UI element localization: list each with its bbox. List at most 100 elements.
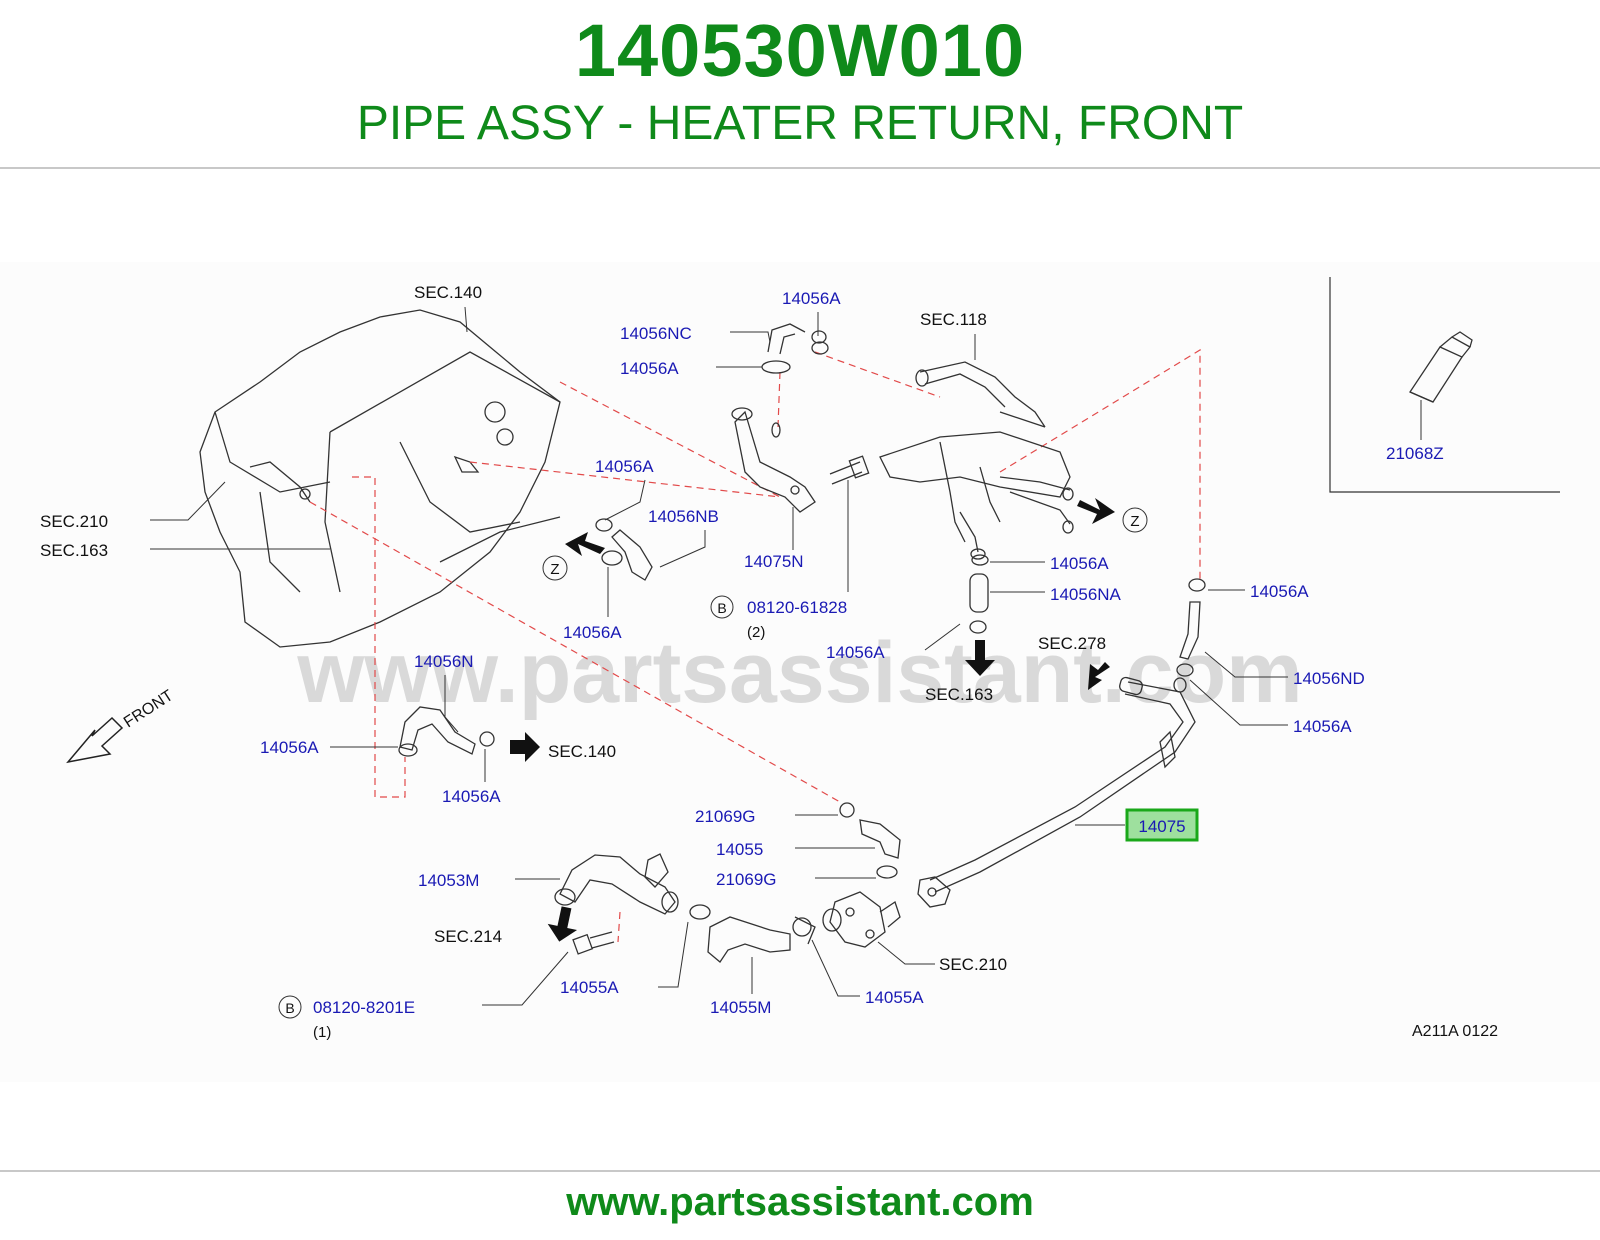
direction-arrow-icon — [1088, 662, 1110, 690]
part-label-14056a[interactable]: 14056A — [260, 738, 319, 757]
direction-arrow-icon — [1077, 498, 1115, 524]
sec214-label: SEC.214 — [434, 927, 502, 946]
leader-line — [924, 623, 961, 651]
part-label-14056a[interactable]: 14056A — [1293, 717, 1352, 736]
pipe-14075n-drawing — [731, 407, 816, 513]
arrow-to-z-left: Z — [542, 532, 605, 581]
front-label: FRONT — [121, 687, 177, 731]
part-label-14056nb[interactable]: 14056NB — [648, 507, 719, 526]
part-label-14056a[interactable]: 14056A — [563, 623, 622, 642]
arrow-to-sec140 — [510, 732, 540, 762]
watermark: www.partsassistant.com — [296, 625, 1302, 721]
leader-line — [604, 479, 646, 521]
part-label-14056a[interactable]: 14056A — [620, 359, 679, 378]
part-label-14056a[interactable]: 14056A — [782, 289, 841, 308]
diagram-canvas: www.partsassistant.com SEC.140 SEC.210 S… — [40, 277, 1560, 1041]
part-label-14056a[interactable]: 14056A — [1250, 582, 1309, 601]
sec140-top-label: SEC.140 — [414, 283, 482, 302]
sec118-label: SEC.118 — [920, 310, 987, 329]
front-indicator: FRONT — [66, 687, 177, 764]
inset-panel: 21068Z — [1329, 277, 1560, 493]
leader-line — [811, 939, 860, 997]
pipe-14075-drawing — [917, 578, 1206, 908]
direction-arrow-icon — [510, 732, 540, 762]
hose-14056na-drawing — [969, 554, 989, 634]
leader-line — [1204, 651, 1288, 678]
diagram-code: A211A 0122 — [1412, 1023, 1498, 1040]
leader-line — [150, 481, 226, 521]
direction-arrow-icon — [547, 906, 578, 942]
bolt-marker-icon — [710, 595, 734, 619]
part-label-21069g[interactable]: 21069G — [695, 807, 756, 826]
front-arrow-icon — [66, 716, 124, 764]
z-marker-icon — [542, 555, 568, 581]
arrow-to-sec278 — [1088, 662, 1110, 690]
sealant-tube-icon — [1409, 331, 1473, 403]
water-inlet-drawing — [822, 802, 901, 948]
dashed-connections — [309, 348, 1201, 943]
part-label-14056n[interactable]: 14056N — [414, 652, 474, 671]
bolt-marker-label: B — [717, 600, 726, 616]
hose-14056n-drawing — [398, 706, 495, 757]
part-number-title: 140530W010 — [574, 9, 1026, 92]
part-label-14056a[interactable]: 14056A — [826, 643, 885, 662]
part-label-14055a[interactable]: 14055A — [865, 988, 924, 1007]
leader-line — [730, 331, 771, 343]
arrow-down-sec214 — [547, 906, 578, 942]
part-label-08120-61828[interactable]: 08120-61828 — [747, 598, 847, 617]
leader-line — [444, 675, 459, 733]
direction-arrow-icon — [965, 640, 995, 676]
leader-line — [482, 951, 569, 1006]
leader-line — [659, 530, 706, 568]
leader-line — [1189, 679, 1288, 726]
direction-arrow-icon — [565, 532, 605, 556]
arrow-to-z-right: Z — [1077, 498, 1148, 533]
part-label-14056na[interactable]: 14056NA — [1050, 585, 1122, 604]
part-label-21068z[interactable]: 21068Z — [1386, 444, 1444, 463]
part-label-14075n[interactable]: 14075N — [744, 552, 804, 571]
part-label-14056nc[interactable]: 14056NC — [620, 324, 692, 343]
bolt-marker-icon — [278, 995, 302, 1019]
bolt-marker-label: B — [285, 1000, 294, 1016]
z-marker-label: Z — [550, 561, 559, 578]
part-label-14056a[interactable]: 14056A — [595, 457, 654, 476]
parts-diagram: www.partsassistant.com SEC.140 SEC.210 S… — [0, 262, 1600, 1082]
heater-manifold-drawing — [879, 361, 1074, 560]
leader-line — [658, 921, 689, 988]
sec163-mid-label: SEC.163 — [925, 685, 993, 704]
part-label-08120-8201e[interactable]: 08120-8201E — [313, 998, 415, 1017]
arrow-down-sec163 — [965, 640, 995, 676]
sec140-low-label: SEC.140 — [548, 742, 616, 761]
hose-14056nb-drawing — [595, 518, 653, 581]
leader-line — [877, 941, 935, 965]
bolt-08120-8201e-drawing — [572, 931, 615, 955]
z-marker-label: Z — [1130, 513, 1139, 530]
part-label-14056nd[interactable]: 14056ND — [1293, 669, 1365, 688]
part-label-14075-highlighted[interactable]: 14075 — [1138, 817, 1185, 836]
footer-url-link[interactable]: www.partsassistant.com — [566, 1180, 1034, 1224]
part-label-21069g[interactable]: 21069G — [716, 870, 777, 889]
part-label-14056a[interactable]: 14056A — [442, 787, 501, 806]
inset-border — [1329, 277, 1560, 493]
bolt-08120-61828-drawing — [829, 455, 870, 485]
highlight-box — [1125, 808, 1199, 842]
header: 140530W010 PIPE ASSY - HEATER RETURN, FR… — [0, 0, 1600, 168]
z-marker-icon — [1122, 507, 1148, 533]
part-label-14055[interactable]: 14055 — [716, 840, 763, 859]
qty-label: (1) — [313, 1024, 331, 1041]
part-name-subtitle: PIPE ASSY - HEATER RETURN, FRONT — [356, 97, 1244, 150]
leader-line — [464, 306, 468, 333]
sec210-low-label: SEC.210 — [939, 955, 1007, 974]
part-label-14056a[interactable]: 14056A — [1050, 554, 1109, 573]
sec163-left-label: SEC.163 — [40, 541, 108, 560]
pipe-14053m-drawing — [554, 853, 679, 915]
part-label-14053m[interactable]: 14053M — [418, 871, 479, 890]
part-label-14055a[interactable]: 14055A — [560, 978, 619, 997]
hose-14055m-drawing — [689, 904, 816, 963]
sec278-label: SEC.278 — [1038, 634, 1106, 653]
qty-label: (2) — [747, 624, 765, 641]
sec210-left-label: SEC.210 — [40, 512, 108, 531]
footer-divider — [0, 1170, 1600, 1172]
header-divider — [0, 167, 1600, 169]
part-label-14055m[interactable]: 14055M — [710, 998, 771, 1017]
